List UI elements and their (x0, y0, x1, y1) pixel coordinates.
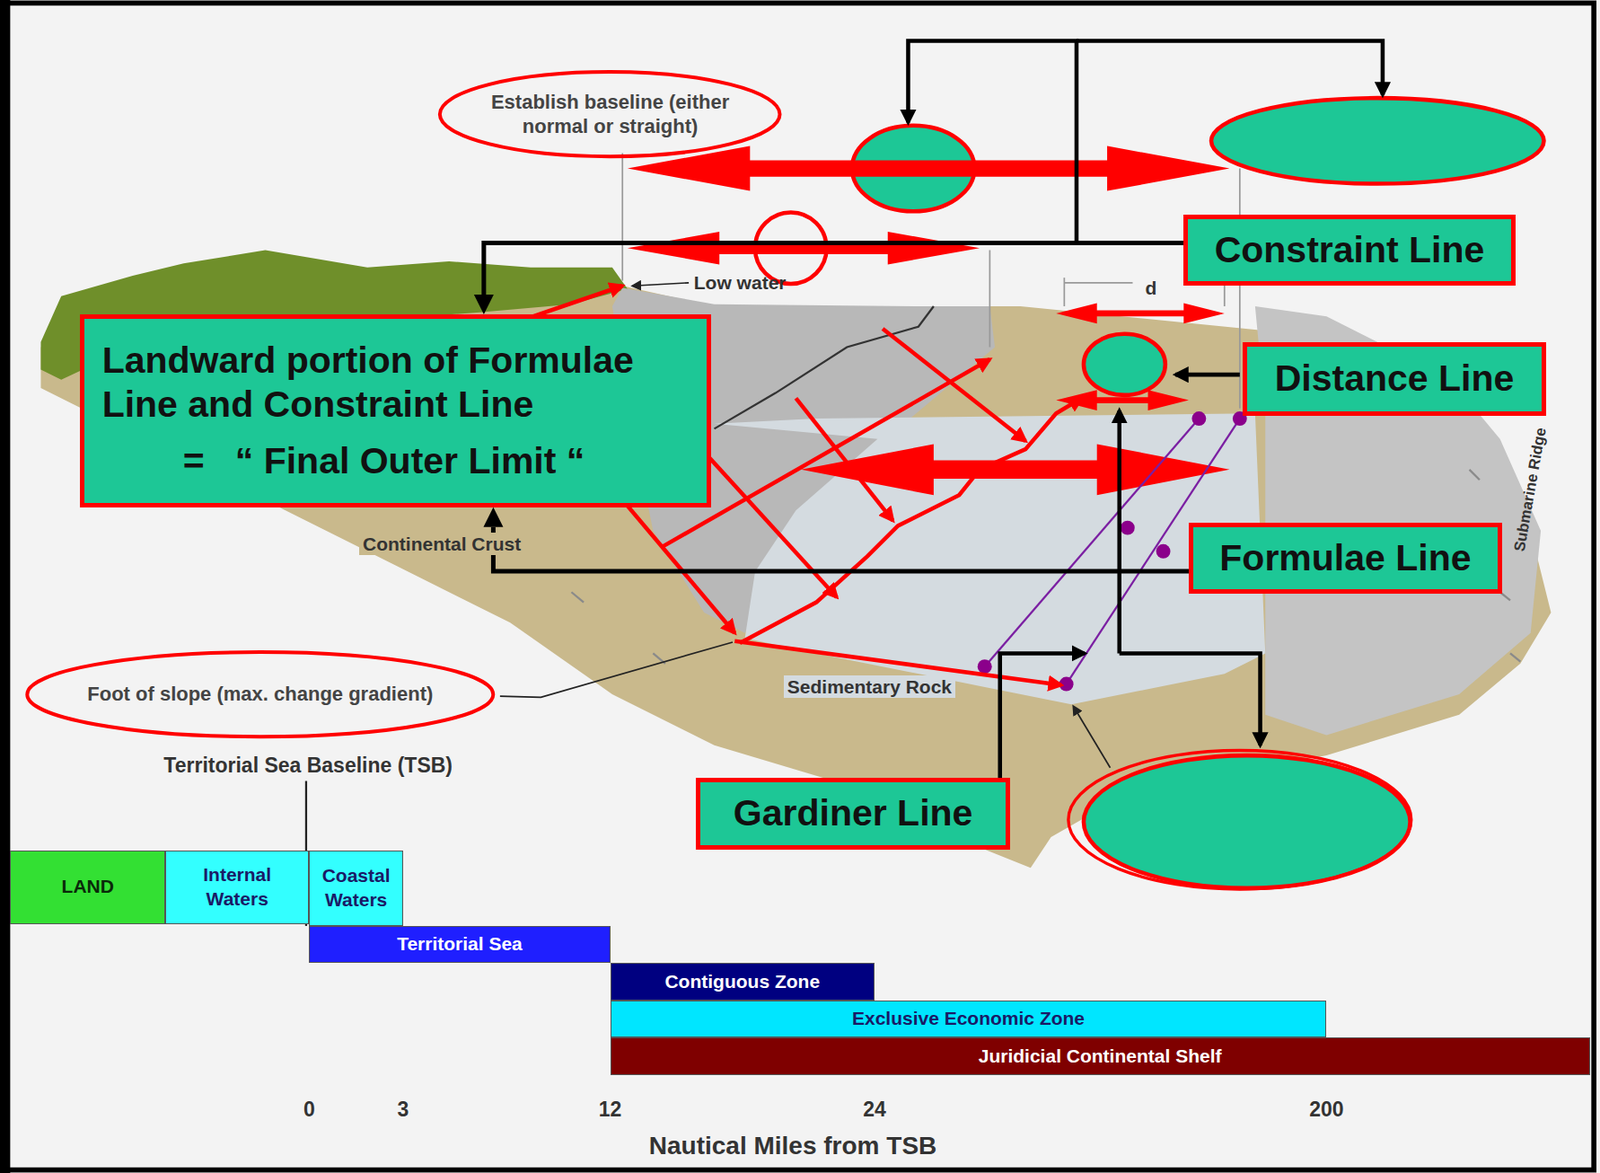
illustration-part (1211, 97, 1544, 184)
tick-label: 12 (598, 1097, 623, 1123)
node-text: Gardiner Line (733, 791, 974, 835)
node-text: = “ Final Outer Limit “ (102, 439, 586, 484)
zone-band: Exclusive Economic Zone (610, 1000, 1328, 1038)
zone-band: Contiguous Zone (610, 962, 875, 1001)
result-box: Landward portion of Formulae Line and Co… (79, 314, 712, 508)
illustration-part (882, 328, 1026, 441)
node-text: Contiguous Zone (664, 969, 820, 994)
connector-arrow (474, 242, 1184, 315)
node-text: Landward portion of Formulae Line and Co… (102, 338, 689, 427)
illustration-part (621, 152, 624, 281)
node-text: Internal Waters (181, 862, 294, 911)
ellipse-outline (436, 68, 783, 160)
node-text: Coastal Waters (312, 863, 400, 912)
tick-label: 200 (1309, 1097, 1344, 1123)
illustration-part (663, 359, 991, 546)
illustration-part (1073, 706, 1111, 768)
illustration-part (1119, 652, 1261, 745)
layer-label: Sedimentary Rock (783, 675, 956, 698)
node-text: Establish baseline (either normal or str… (471, 89, 749, 140)
illustration-part (1120, 520, 1135, 536)
ellipse-outline (439, 71, 781, 157)
connector-line (492, 527, 1189, 572)
illustration-part (977, 659, 993, 674)
label-box: Distance Line (1242, 342, 1547, 416)
arrow-head (474, 294, 494, 315)
node-text: Juridicial Continental Shelf (978, 1044, 1222, 1068)
node-text: Foot of slope (max. change gradient) (87, 681, 433, 707)
node-text: LAND (61, 874, 115, 898)
label-box: Formulae Line (1188, 522, 1503, 595)
illustration-part (696, 443, 837, 597)
illustration-part (1083, 334, 1166, 396)
illustration-part (1076, 40, 1383, 95)
label-box: Constraint Line (1183, 214, 1515, 287)
illustration-part (1055, 303, 1225, 325)
illustration-part (1063, 277, 1065, 307)
illustration-part (1068, 749, 1412, 889)
node-text: Distance Line (1274, 357, 1515, 400)
illustration-part (1175, 372, 1240, 378)
illustration-part (795, 397, 893, 520)
illustration-part (714, 413, 1266, 704)
node-text: Exclusive Economic Zone (852, 1006, 1085, 1030)
illustration-part (632, 282, 690, 286)
connector-line (483, 242, 1184, 295)
zone-band: Territorial Sea (308, 925, 610, 963)
label-box: Gardiner Line (695, 777, 1011, 850)
illustration-part (500, 641, 733, 697)
dimension-label: d (1145, 276, 1158, 299)
arrow-head (483, 507, 503, 528)
connector-arrow (483, 507, 1189, 572)
axis-title: Nautical Miles from TSB (649, 1130, 938, 1161)
illustration-part (1510, 652, 1521, 661)
ellipse-outline (26, 651, 493, 737)
illustration-part (627, 146, 1231, 192)
illustration-part (1116, 410, 1122, 654)
tick-label: 24 (862, 1097, 887, 1123)
illustration-part (571, 469, 1521, 664)
node-text: Territorial Sea (396, 931, 523, 956)
callout-ellipse: Foot of slope (max. change gradient) (22, 648, 499, 740)
zone-band: Internal Waters (165, 850, 309, 924)
zone-band: Coastal Waters (308, 850, 404, 926)
callout-ellipse: Establish baseline (either normal or str… (436, 68, 783, 160)
illustration-part (907, 40, 1077, 242)
illustration-part (739, 397, 1082, 643)
node-text: Constraint Line (1214, 228, 1486, 272)
illustration-part (1469, 469, 1480, 480)
illustration-part (989, 249, 992, 347)
layer-label: Continental Crust (359, 532, 525, 555)
illustration-part (627, 146, 1231, 496)
illustration-part (1191, 411, 1206, 426)
illustration-part (1255, 306, 1541, 735)
axis-label: Territorial Sea Baseline (TSB) (163, 753, 453, 779)
node-text: Formulae Line (1219, 536, 1471, 580)
illustration-part (1239, 168, 1241, 409)
tick-label: 3 (397, 1097, 410, 1123)
illustration-part (1156, 544, 1171, 559)
illustration-part (627, 231, 980, 264)
illustration-part (571, 591, 584, 602)
tick-label: 0 (303, 1097, 316, 1123)
illustration-part (1063, 281, 1133, 284)
illustration-part (1000, 652, 1085, 778)
illustration-part (984, 418, 1200, 667)
zone-band: LAND (9, 850, 166, 924)
feature-label: Low water (694, 271, 787, 294)
zone-band: Juridicial Continental Shelf (610, 1037, 1591, 1075)
